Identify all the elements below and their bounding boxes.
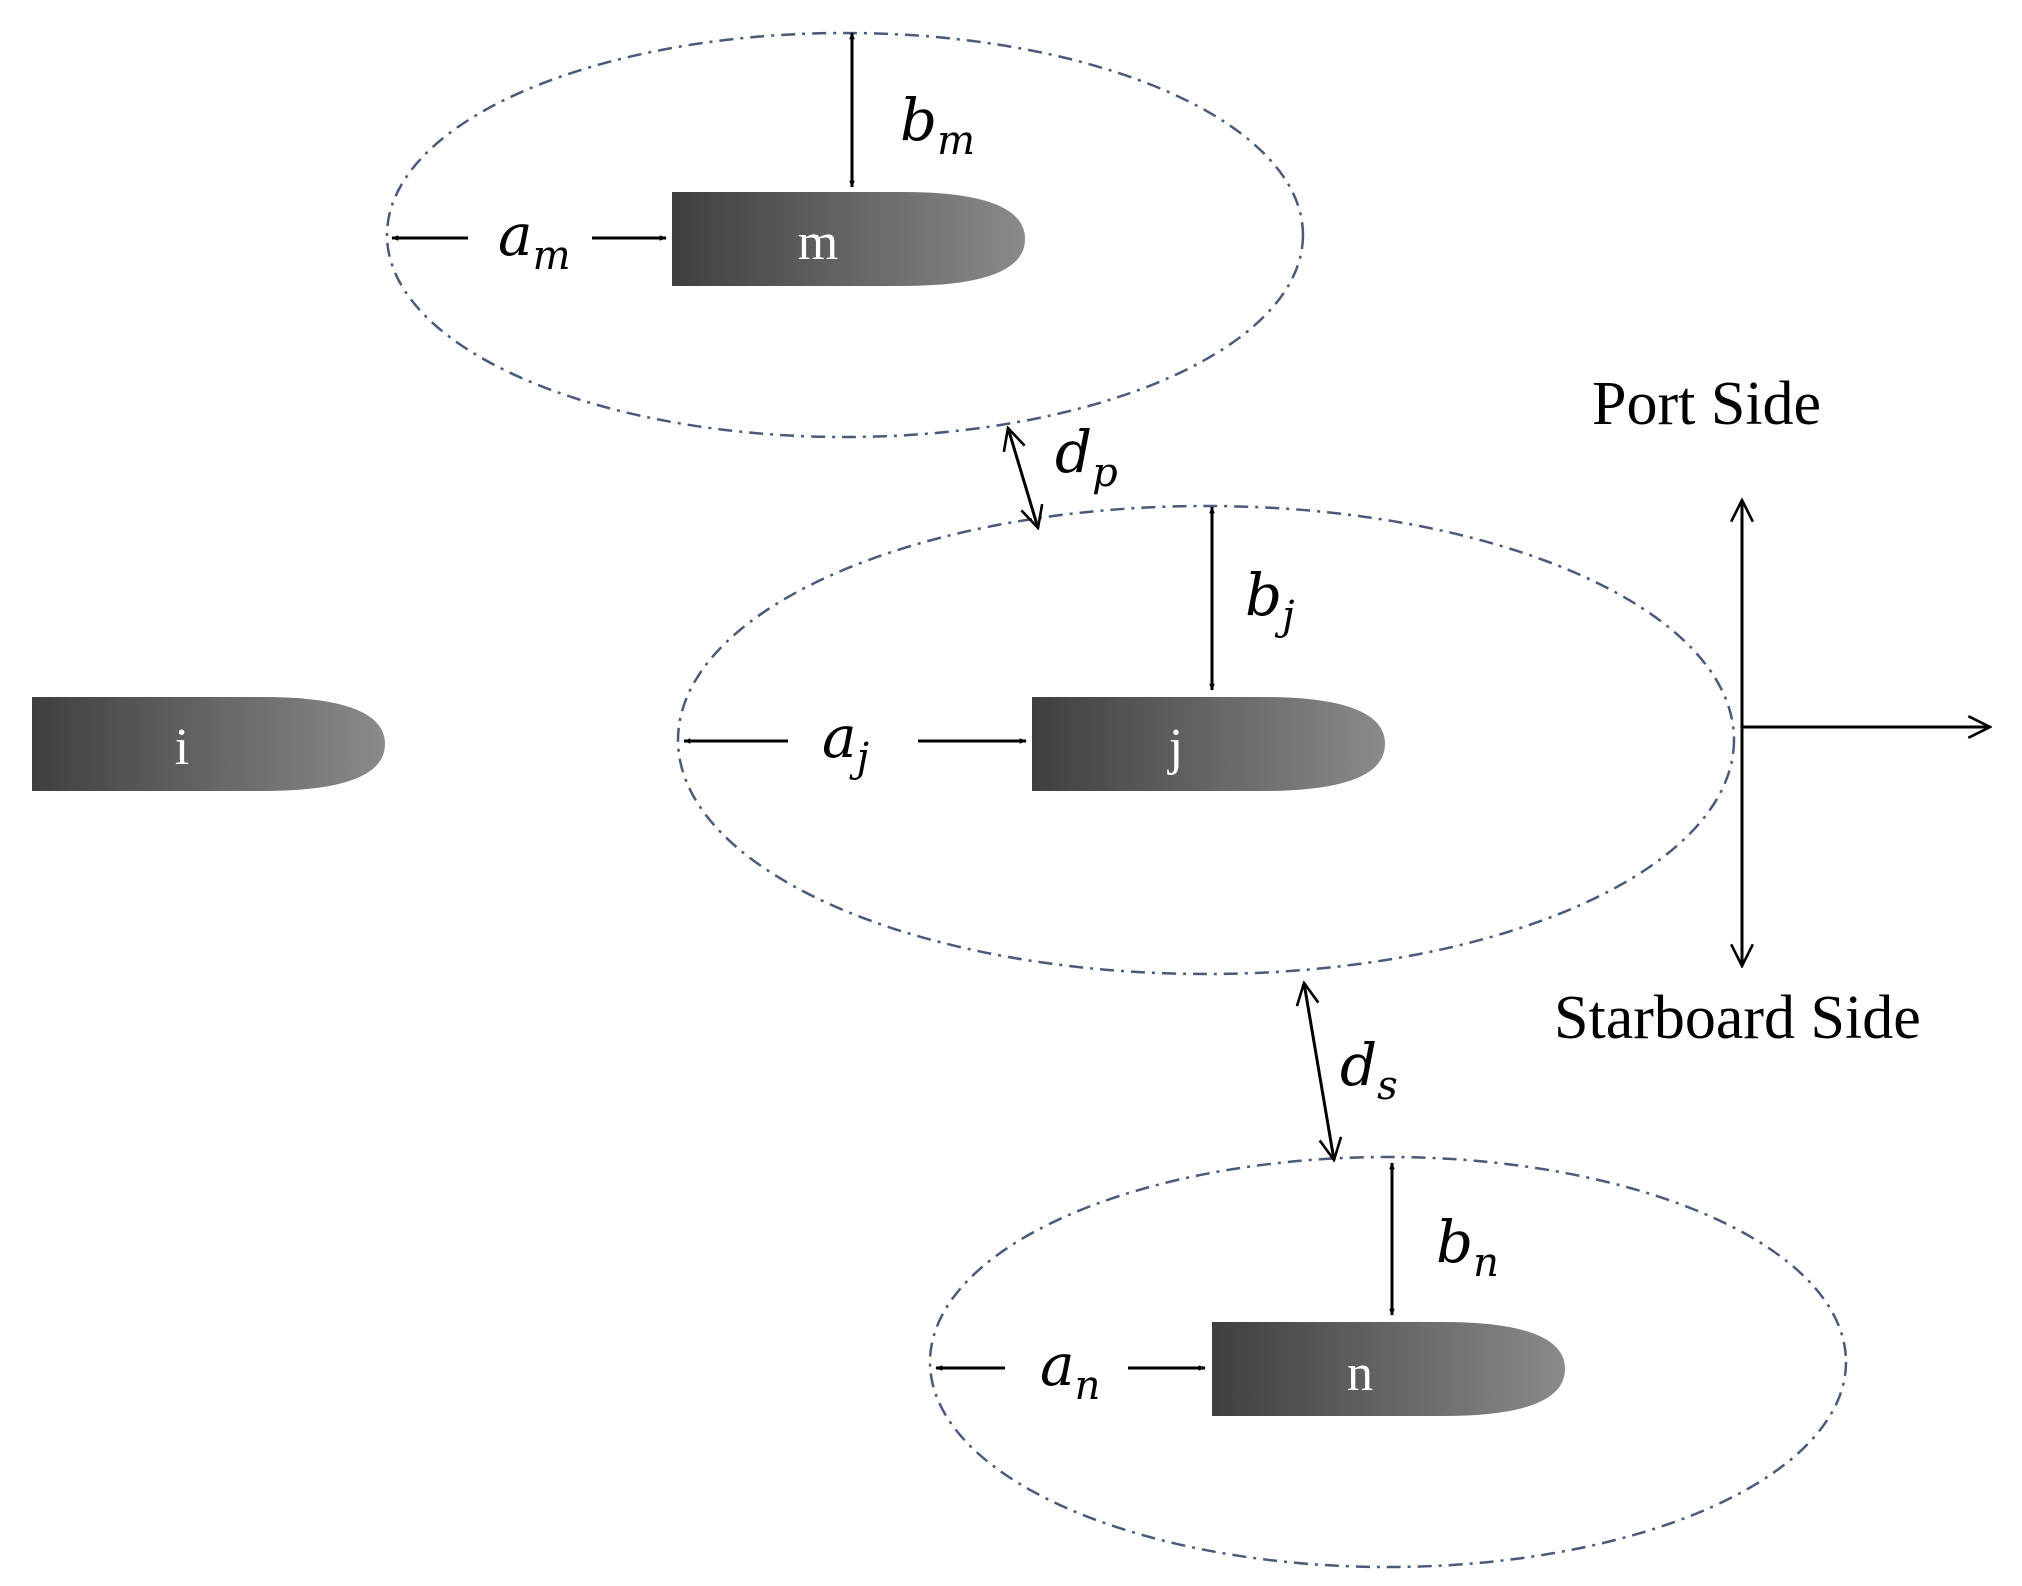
- domain-ellipse-m: [385, 31, 1305, 439]
- label-b-n: bn: [1436, 1208, 1499, 1286]
- ship-m: m: [672, 192, 1025, 286]
- ship-label-n: n: [1347, 1345, 1373, 1402]
- port-side-label: Port Side: [1592, 370, 1821, 438]
- domain-ellipse-j: [676, 504, 1736, 976]
- label-a-j: aj: [822, 703, 869, 781]
- domain-ellipse-n: [928, 1155, 1848, 1569]
- label-a-m: am: [498, 201, 571, 279]
- label-d-s: ds: [1340, 1031, 1398, 1109]
- d-s-arrow: [1304, 983, 1334, 1160]
- label-b-m: bm: [900, 86, 975, 164]
- ship-n: n: [1212, 1322, 1565, 1416]
- starboard-side-label: Starboard Side: [1554, 984, 1921, 1052]
- ship-j: j: [1032, 697, 1385, 791]
- ship-i: i: [32, 697, 385, 791]
- ship-label-m: m: [798, 214, 838, 271]
- label-d-p: dp: [1055, 418, 1118, 496]
- d-p-arrow: [1008, 428, 1038, 528]
- ship-label-i: i: [175, 719, 189, 776]
- orientation-axes: [1742, 500, 1990, 966]
- label-b-j: bj: [1245, 561, 1295, 639]
- ship-label-j: j: [1167, 719, 1183, 776]
- label-a-n: an: [1040, 1331, 1100, 1409]
